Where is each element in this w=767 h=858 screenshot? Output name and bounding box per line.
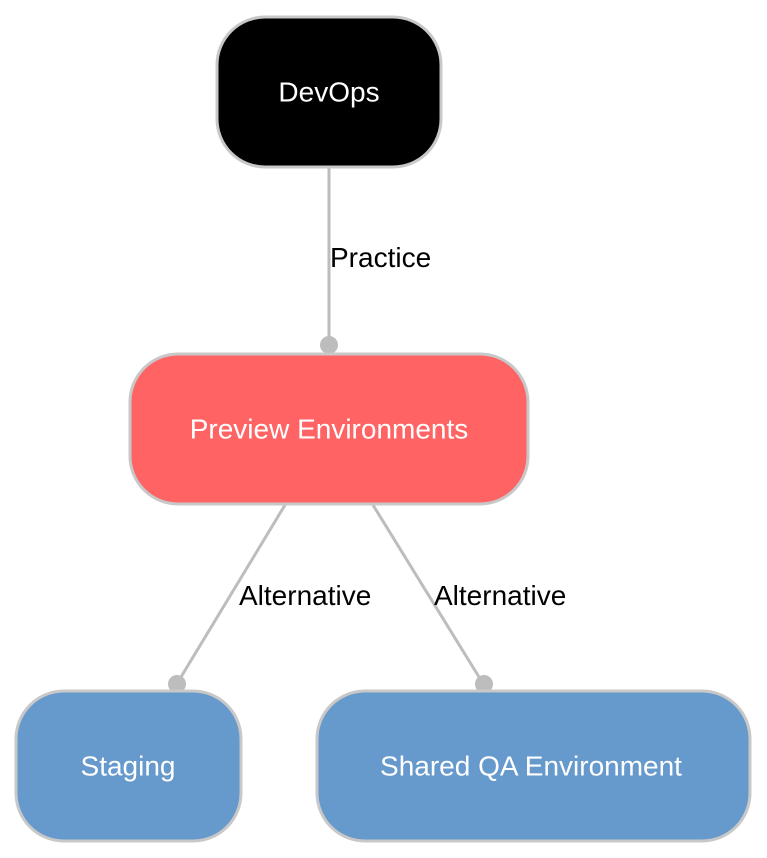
node-staging-label: Staging — [81, 751, 176, 782]
edge-preview-to-shared-qa: Alternative — [371, 504, 566, 693]
node-preview-environments-label: Preview Environments — [190, 414, 469, 445]
edge-devops-to-preview: Practice — [320, 167, 431, 354]
node-shared-qa-environment-box — [315, 689, 752, 843]
edge-label-alternative-staging: Alternative — [239, 580, 371, 611]
edge-line-alternative-shared-qa — [371, 504, 481, 678]
edge-arrowhead-dot — [168, 675, 186, 693]
edge-arrowhead-dot — [475, 675, 493, 693]
edge-line-alternative-staging — [179, 504, 287, 678]
edge-preview-to-staging: Alternative — [168, 504, 371, 693]
node-preview-environments[interactable]: Preview Environments — [128, 352, 530, 506]
edge-label-practice: Practice — [330, 242, 431, 273]
node-devops-label: DevOps — [278, 77, 379, 108]
node-staging[interactable]: Staging — [14, 689, 243, 843]
node-preview-environments-box — [128, 352, 530, 506]
edge-arrowhead-dot — [320, 336, 338, 354]
node-devops-box — [215, 15, 443, 169]
node-devops[interactable]: DevOps — [215, 15, 443, 169]
edge-label-alternative-shared-qa: Alternative — [434, 580, 566, 611]
node-shared-qa-environment[interactable]: Shared QA Environment — [315, 689, 752, 843]
node-staging-box — [14, 689, 243, 843]
node-shared-qa-environment-label: Shared QA Environment — [380, 751, 682, 782]
